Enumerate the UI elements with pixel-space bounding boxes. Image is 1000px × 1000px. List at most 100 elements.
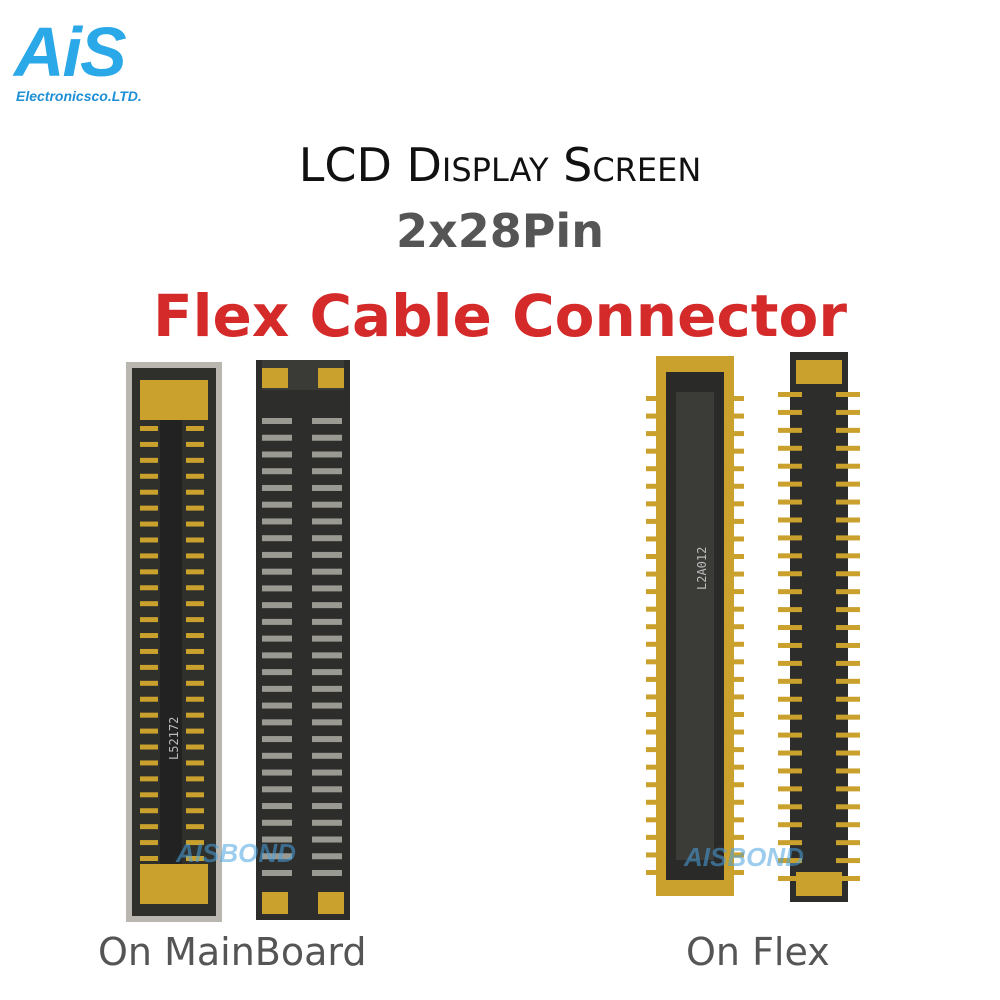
connector-pin — [140, 473, 158, 479]
connector-pad — [262, 635, 292, 642]
connector-pin — [778, 768, 802, 774]
connector-pin — [646, 396, 666, 401]
connector-pin — [186, 808, 204, 814]
connector-pin — [646, 571, 666, 577]
connector-pin — [646, 712, 666, 717]
connector-pin — [646, 466, 666, 472]
connector-pad — [312, 568, 342, 575]
connector-pin — [646, 764, 666, 770]
connector-pad — [262, 786, 292, 793]
connector-pin — [836, 481, 860, 487]
connector-pad — [312, 585, 342, 592]
connector-pad — [312, 618, 342, 625]
connector-pin — [646, 782, 666, 788]
connector-pin — [646, 729, 666, 735]
connector-pin — [836, 499, 860, 505]
connector-pin — [778, 517, 802, 523]
connector-pin — [724, 641, 744, 647]
connector-pin — [836, 589, 860, 595]
connector-pad — [312, 484, 342, 491]
connector-pin — [140, 585, 158, 591]
connector-pin — [140, 664, 158, 670]
connector-pin — [778, 427, 802, 433]
connector-pin — [186, 664, 204, 670]
company-logo: AiS Electronicsco.LTD. — [14, 14, 194, 106]
connector-pin — [140, 808, 158, 814]
connector-pin — [778, 786, 802, 792]
connector-pad — [312, 551, 342, 558]
connector-pad — [262, 819, 292, 826]
connector-pin — [724, 518, 744, 524]
connector-pad — [262, 418, 292, 424]
connector-pin — [646, 536, 666, 542]
connector-pin — [836, 517, 860, 523]
connector-pin — [724, 659, 744, 665]
connector-pin — [140, 760, 158, 766]
connector-pad — [312, 669, 342, 676]
connector-pad — [312, 853, 342, 860]
connector-pad — [312, 736, 342, 743]
connector-pad — [262, 434, 292, 441]
connector-pad — [262, 870, 292, 876]
connector-pad — [262, 551, 292, 558]
connector-pin — [724, 817, 744, 823]
connector-pad — [262, 602, 292, 609]
connector-pad — [262, 685, 292, 692]
connector-pad — [312, 635, 342, 642]
connector-pin — [186, 633, 204, 639]
connector-pin — [778, 607, 802, 613]
connector-pin — [778, 696, 802, 702]
connector-pin — [724, 396, 744, 401]
connector-pin — [186, 457, 204, 463]
connector-pad — [312, 518, 342, 525]
connector-pin — [646, 413, 666, 419]
connector-pin — [836, 625, 860, 631]
connector-pad — [262, 702, 292, 709]
connector-pin — [646, 852, 666, 858]
connector-pin — [186, 553, 204, 559]
connector-pad — [312, 752, 342, 759]
connector-pad — [262, 468, 292, 475]
connector-pin — [646, 518, 666, 524]
connector-pin — [724, 501, 744, 507]
connector-pad — [312, 719, 342, 726]
connector-pin — [186, 537, 204, 543]
connector-pin — [140, 569, 158, 575]
connector-pad — [312, 803, 342, 810]
flex-connector-front: L2A012 — [646, 356, 744, 896]
connector-pin — [724, 729, 744, 735]
connector-pad — [262, 803, 292, 810]
connector-pin — [140, 537, 158, 543]
connector-pin — [836, 427, 860, 433]
connector-pin — [186, 473, 204, 479]
connector-pad — [262, 585, 292, 592]
connector-pin — [140, 744, 158, 750]
connector-pin — [724, 764, 744, 770]
connector-pad — [262, 719, 292, 726]
connector-pin — [140, 505, 158, 511]
connector-pin — [140, 489, 158, 495]
connector-pin — [646, 834, 666, 840]
connector-pin — [140, 441, 158, 447]
connector-pin — [836, 660, 860, 666]
connector-pad — [312, 602, 342, 609]
connector-pin — [140, 840, 158, 846]
connector-pad — [312, 652, 342, 659]
connector-pin — [836, 858, 860, 864]
connector-pin — [836, 750, 860, 756]
connector-pad — [312, 451, 342, 458]
connector-pin — [646, 501, 666, 507]
connector-pin — [646, 624, 666, 630]
connector-pin — [778, 392, 802, 397]
connector-pin — [186, 696, 204, 702]
connector-pin — [186, 792, 204, 798]
logo-subtitle: Electronicsco.LTD. — [16, 88, 142, 104]
connector-pin — [778, 409, 802, 415]
connector-pin — [724, 834, 744, 840]
connector-pin — [778, 858, 802, 864]
mainboard-connector-front: L52172 — [126, 362, 222, 922]
connector-pin — [646, 676, 666, 682]
connector-pad — [262, 451, 292, 458]
connector-pin — [724, 870, 744, 875]
connector-pin — [724, 694, 744, 700]
